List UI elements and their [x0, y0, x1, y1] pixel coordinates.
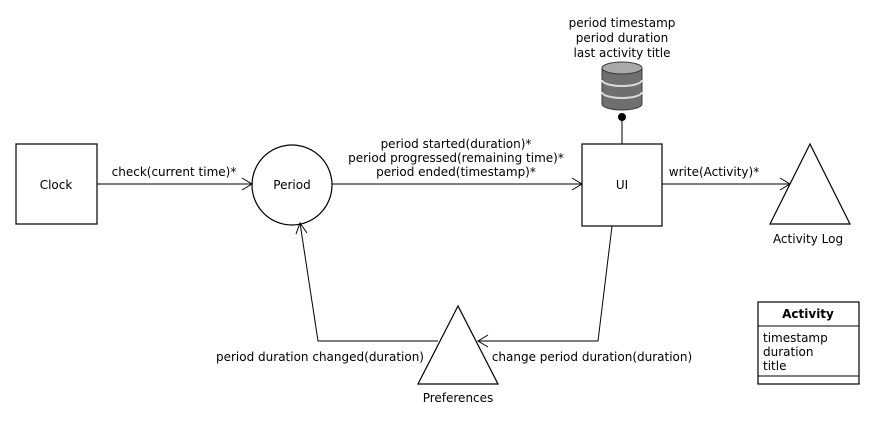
edge-clock-to-period-label: check(current time)*	[112, 165, 237, 179]
edge-period-to-ui[interactable]: period started(duration)* period progres…	[332, 137, 583, 191]
storage-line-1: period timestamp	[569, 16, 676, 30]
edge-ui-to-preferences-label: change period duration(duration)	[492, 350, 692, 364]
storage-line-2: period duration	[576, 31, 669, 45]
activity-class-title: Activity	[782, 307, 834, 321]
edge-ui-to-activity-log[interactable]: write(Activity)*	[662, 165, 791, 191]
edge-preferences-to-period-label: period duration changed(duration)	[216, 350, 424, 364]
clock-node[interactable]: Clock	[15, 143, 98, 225]
period-label: Period	[273, 178, 310, 192]
edge-period-to-ui-label-1: period started(duration)*	[381, 137, 532, 151]
activity-class-field-3: title	[763, 359, 786, 373]
edge-period-to-ui-label-2: period progressed(remaining time)*	[348, 151, 564, 165]
edge-preferences-to-period[interactable]: period duration changed(duration)	[216, 221, 438, 364]
database-icon	[601, 61, 643, 111]
clock-label: Clock	[40, 178, 73, 192]
edge-clock-to-period[interactable]: check(current time)*	[97, 165, 253, 191]
edge-ui-to-activity-log-label: write(Activity)*	[669, 165, 759, 179]
activity-class-field-1: timestamp	[763, 331, 828, 345]
activity-class-box[interactable]: Activity timestamp duration title	[757, 301, 860, 385]
storage-database[interactable]: period timestamp period duration last ac…	[569, 16, 676, 144]
storage-connector-dot	[618, 113, 626, 121]
period-node[interactable]: Period	[251, 144, 333, 226]
preferences-label: Preferences	[423, 391, 494, 405]
ui-label: UI	[616, 178, 628, 192]
edge-period-to-ui-label-3: period ended(timestamp)*	[376, 165, 536, 179]
activity-log-label: Activity Log	[773, 232, 843, 246]
storage-line-3: last activity title	[574, 46, 671, 60]
activity-log-node[interactable]: Activity Log	[769, 142, 851, 246]
ui-node[interactable]: UI	[581, 143, 663, 227]
edge-ui-to-preferences[interactable]: change period duration(duration)	[477, 225, 692, 364]
activity-class-field-2: duration	[763, 345, 814, 359]
preferences-node[interactable]: Preferences	[417, 304, 499, 405]
